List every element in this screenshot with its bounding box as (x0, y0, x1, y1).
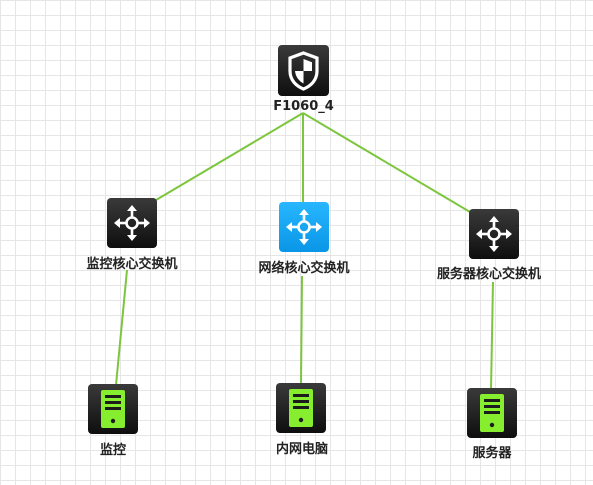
server-switch-label: 服务器核心交换机 (437, 266, 541, 282)
network-switch-tile (279, 202, 329, 252)
switch-arrows-icon (476, 216, 512, 252)
link-server-switch-server-host[interactable] (490, 281, 494, 391)
switch-arrows-icon (286, 209, 322, 245)
server-icon (101, 390, 125, 428)
server-switch-tile (469, 209, 519, 259)
server-icon (289, 389, 313, 427)
shield-icon (288, 51, 319, 91)
monitor-switch-label: 监控核心交换机 (86, 256, 177, 272)
firewall-label: F1060_4 (273, 99, 334, 114)
server-core-switch-node[interactable]: 服务器核心交换机 (437, 209, 541, 282)
network-switch-label: 网络核心交换机 (258, 260, 349, 276)
network-core-switch-node[interactable]: 网络核心交换机 (258, 202, 350, 276)
monitor-server-node[interactable]: 监控 (88, 384, 138, 458)
firewall-node[interactable]: F1060_4 (273, 45, 334, 114)
link-monitor-switch-monitor-server[interactable] (115, 269, 128, 386)
intranet-pc-node[interactable]: 内网电脑 (276, 383, 328, 457)
link-firewall-server-switch[interactable] (302, 112, 471, 213)
link-firewall-monitor-switch[interactable] (150, 112, 304, 204)
intranet-pc-label: 内网电脑 (276, 441, 328, 457)
switch-arrows-icon (114, 205, 150, 241)
monitor-core-switch-node[interactable]: 监控核心交换机 (86, 198, 178, 272)
server-icon (480, 394, 504, 432)
server-host-label: 服务器 (472, 445, 512, 461)
link-network-switch-intranet-pc[interactable] (300, 275, 303, 386)
links-layer (115, 112, 494, 391)
monitor-switch-tile (107, 198, 157, 248)
monitor-server-label: 监控 (100, 442, 126, 458)
server-host-node[interactable]: 服务器 (467, 388, 517, 461)
